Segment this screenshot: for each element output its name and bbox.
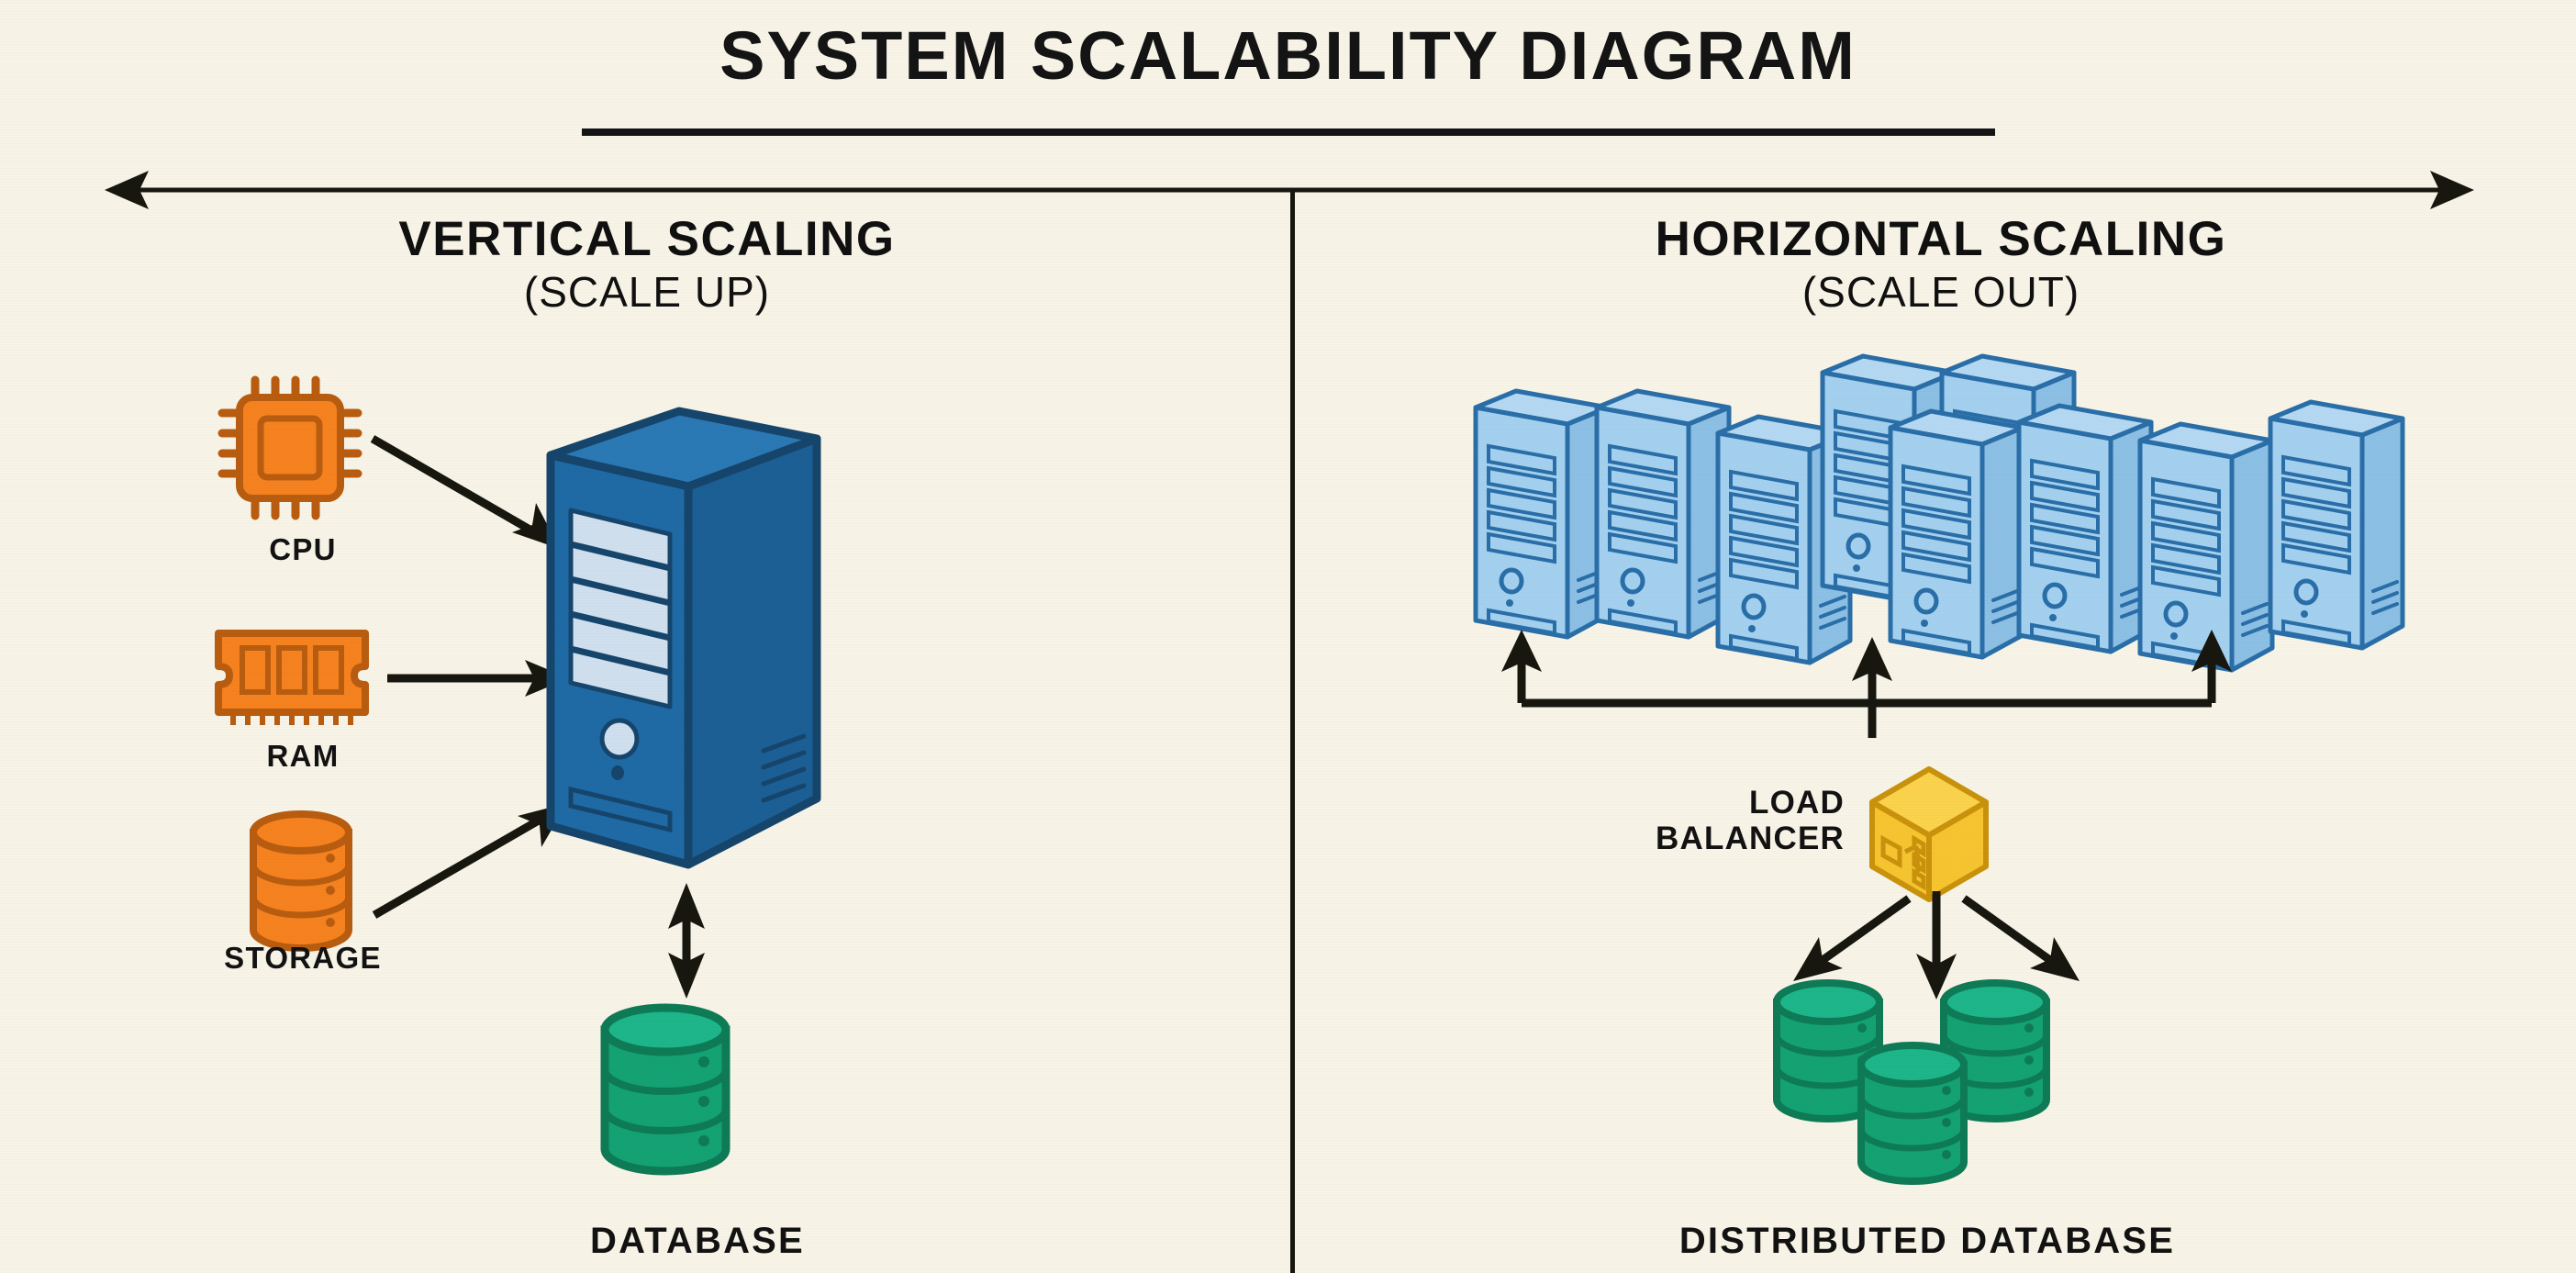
- load-balancer-label-line1: LOAD: [1749, 785, 1845, 821]
- left-heading-title: VERTICAL SCALING: [398, 212, 896, 266]
- distributed-database-label: DISTRIBUTED DATABASE: [1678, 1221, 2176, 1261]
- left-panel-heading: VERTICAL SCALING (SCALE UP): [18, 213, 1276, 317]
- double-headed-span-arrow: [101, 163, 2478, 217]
- storage-label: STORAGE: [224, 941, 382, 975]
- load-balancer-bus-line: [1501, 628, 2239, 793]
- ram-stick-icon: [209, 624, 374, 732]
- bus-to-server-left-arrow: [1501, 630, 1542, 703]
- load-balancer-label-line2: BALANCER: [1656, 821, 1845, 857]
- cpu-chip-icon: [217, 374, 363, 521]
- load-balancer-label: LOAD BALANCER: [1560, 785, 1845, 856]
- bus-to-server-center-arrow: [1852, 637, 1892, 738]
- vertical-divider: [1290, 188, 1295, 1273]
- server-tower-icon: [532, 395, 835, 881]
- database-cylinder-icon: [597, 1003, 734, 1179]
- distributed-database-cluster: [1771, 973, 2102, 1221]
- lb-to-db-left-arrow: [1793, 895, 1912, 981]
- load-balancer-cube-icon: [1865, 764, 1993, 906]
- database-node-center: [1861, 1045, 1964, 1181]
- lb-to-db-center-arrow: [1916, 891, 1957, 999]
- storage-cylinder-icon: [246, 810, 356, 952]
- right-heading-title: HORIZONTAL SCALING: [1655, 212, 2227, 266]
- server-database-arrow: [661, 881, 712, 1000]
- lb-to-db-right-arrow: [1961, 895, 2080, 981]
- ram-label: RAM: [266, 739, 340, 773]
- cpu-label: CPU: [269, 532, 337, 566]
- left-heading-subtitle: (SCALE UP): [523, 268, 771, 317]
- server-cluster: [1468, 358, 2414, 661]
- database-label: DATABASE: [590, 1221, 805, 1261]
- right-heading-subtitle: (SCALE OUT): [1801, 268, 2080, 317]
- page-title: SYSTEM SCALABILITY DIAGRAM: [719, 17, 1857, 94]
- bus-to-server-right-arrow: [2191, 630, 2232, 703]
- right-panel-heading: HORIZONTAL SCALING (SCALE OUT): [1312, 213, 2570, 317]
- lb-to-db-arrows: [1762, 886, 2111, 1014]
- title-underline: [581, 128, 1995, 136]
